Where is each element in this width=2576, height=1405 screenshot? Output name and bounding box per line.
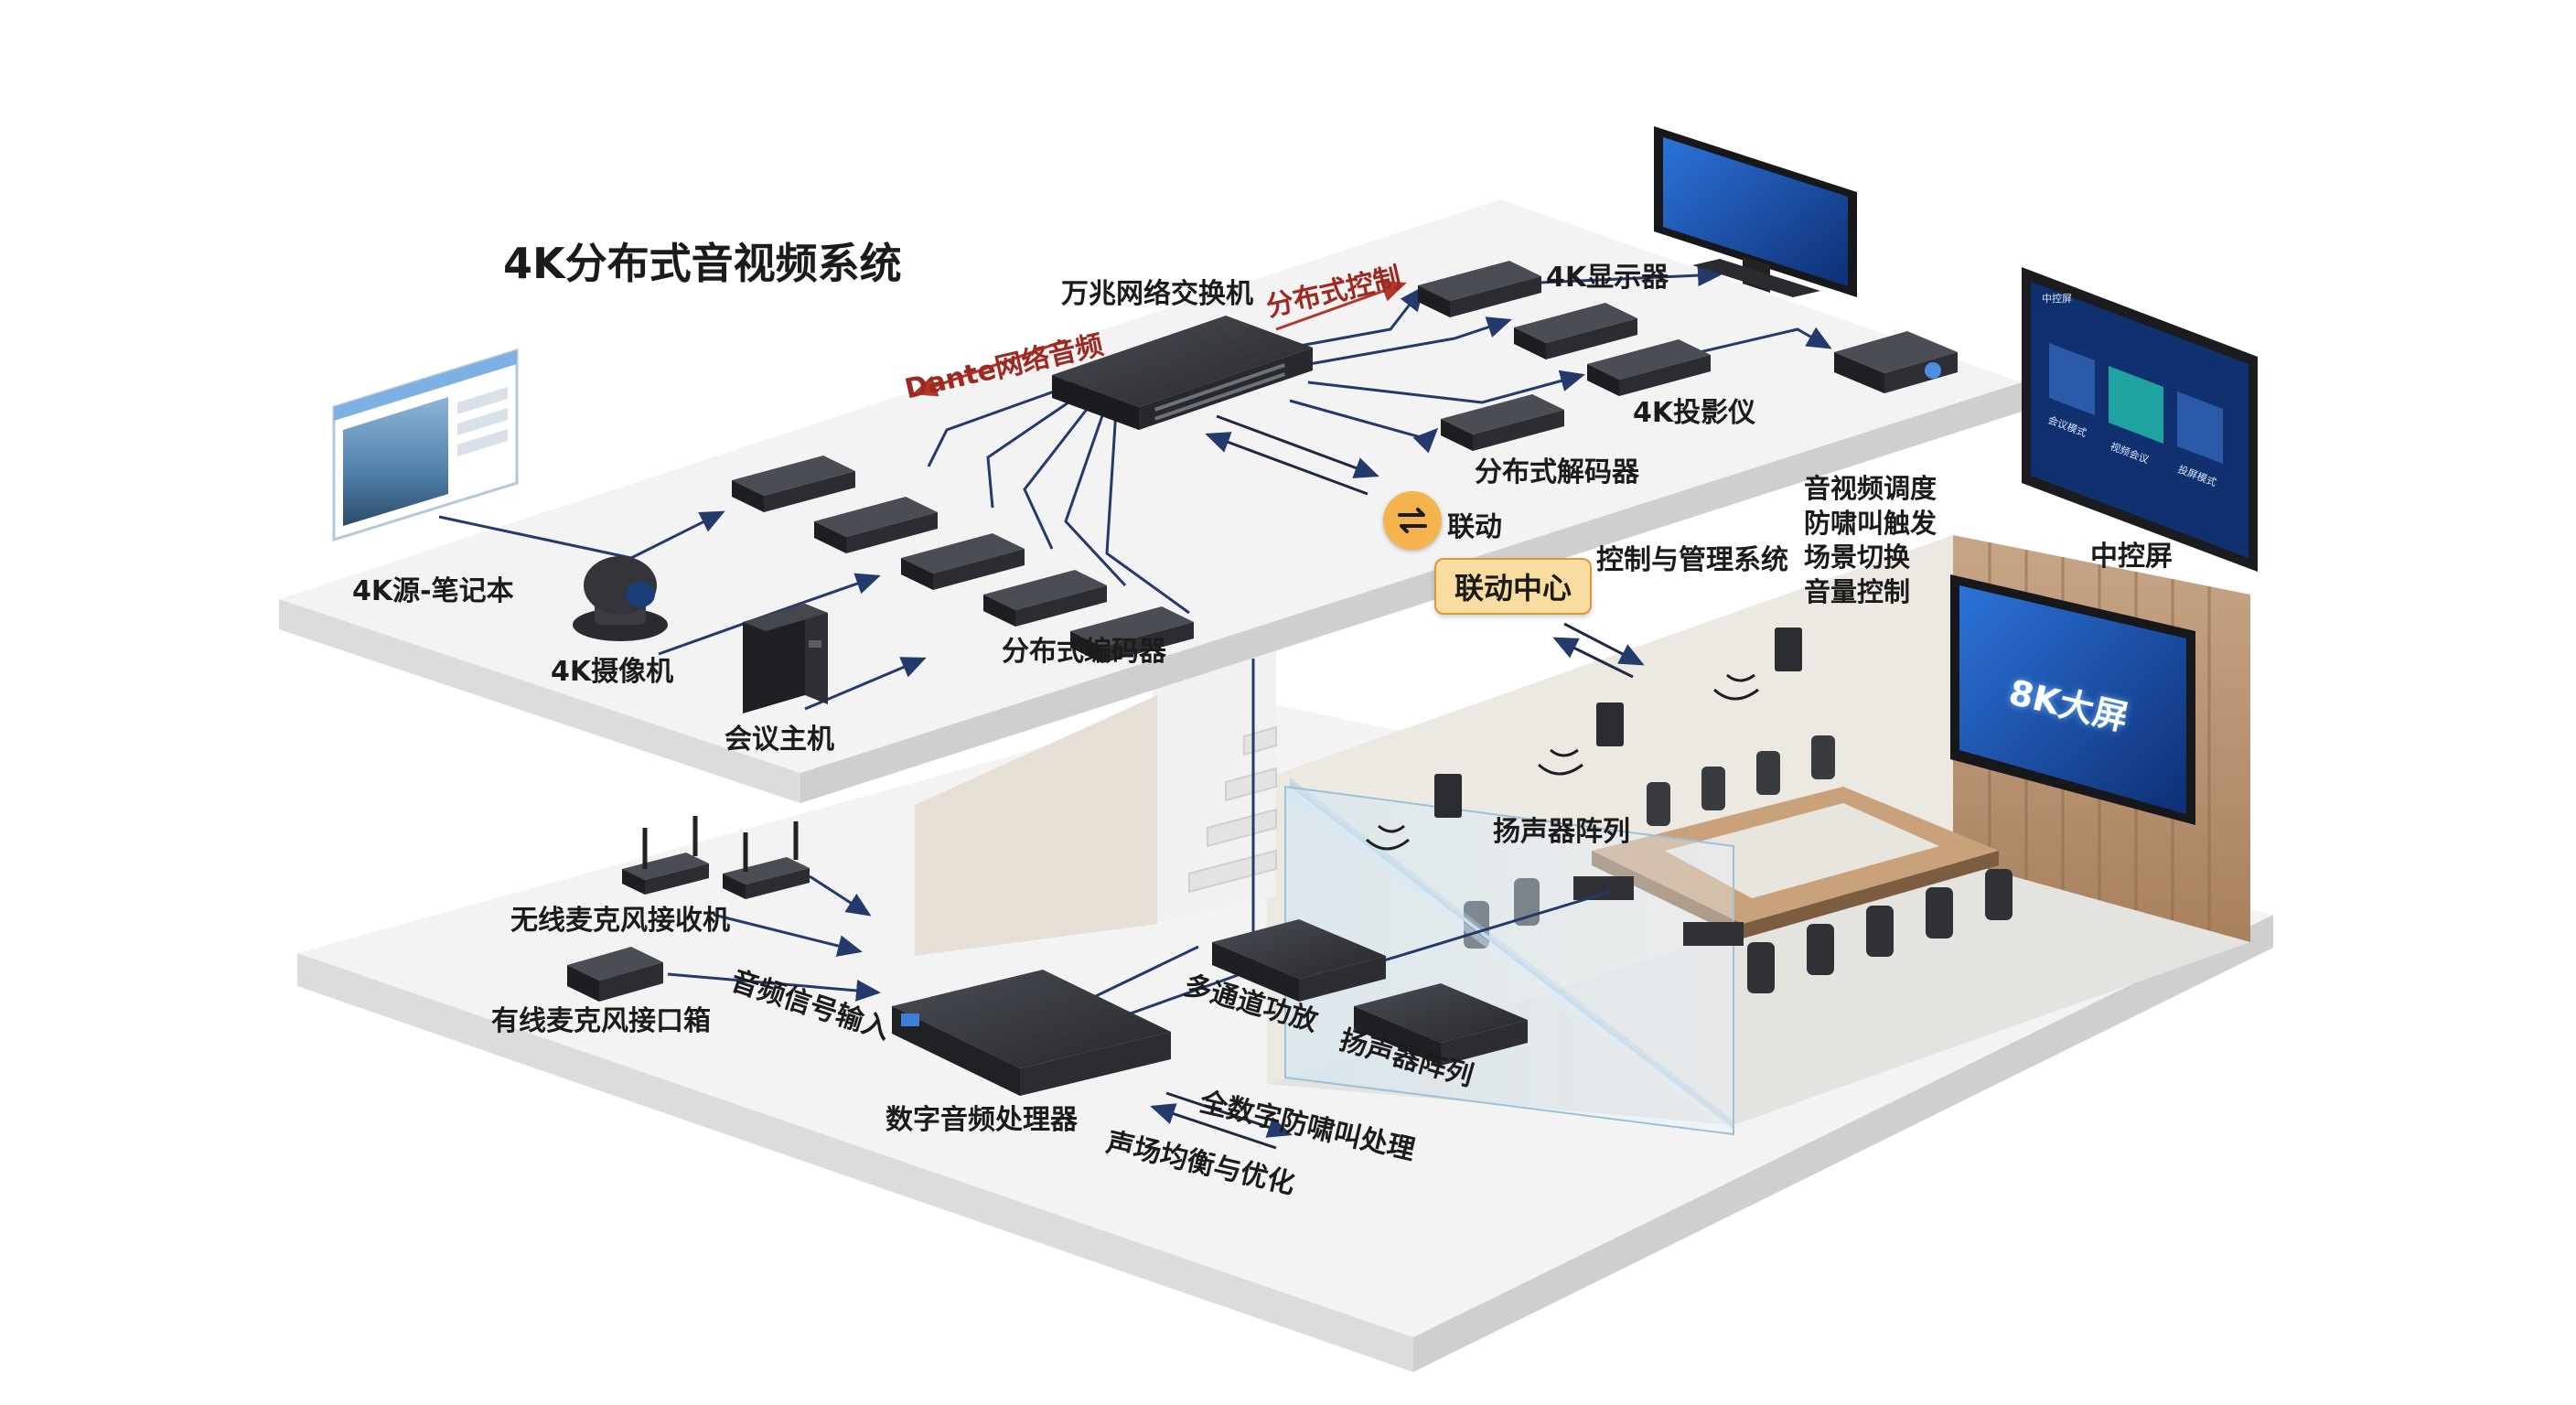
camera-label: 4K摄像机	[551, 656, 674, 688]
dsp-processing-arrows	[1150, 1091, 1293, 1150]
4k-display-label: 4K显示器	[1546, 262, 1669, 294]
4k-display-device	[1654, 126, 1857, 297]
core-switch-label: 万兆网络交换机	[1061, 278, 1253, 310]
decoders-label: 分布式解码器	[1475, 456, 1639, 488]
8k-screen	[1950, 574, 2195, 825]
chairs-back-row	[1647, 735, 1835, 826]
4k-projector-label: 4K投影仪	[1633, 397, 1756, 429]
meeting-room-speaker-label: 扬声器阵列	[1493, 816, 1630, 848]
encoders-label: 分布式编码器	[1002, 636, 1166, 668]
dsp-device	[892, 970, 1171, 1096]
control-panel-header: 中控屏	[2042, 293, 2072, 305]
core-switch-device	[1052, 316, 1313, 430]
distributed-control-arrow	[1275, 280, 1407, 331]
central-screen-label: 中控屏	[2090, 541, 2173, 573]
dsp-label: 数字音频处理器	[886, 1104, 1078, 1136]
link-arrows-icon	[1383, 491, 1442, 550]
control-system-label: 控制与管理系统	[1596, 544, 1788, 576]
central-control-panel	[2022, 267, 2258, 572]
decoder-devices	[1418, 261, 1711, 451]
linkage-arrows	[1205, 414, 1645, 679]
speaker-array-devices	[1434, 627, 1802, 818]
table-box-2	[1683, 922, 1744, 946]
dante-arrow	[912, 338, 1067, 397]
laptop-source-device	[332, 348, 519, 542]
page-title: 4K分布式音视频系统	[503, 239, 902, 288]
speaker-wave-icon	[1365, 673, 1759, 851]
meeting-room	[1267, 535, 2250, 1136]
table-box-1	[1573, 876, 1634, 900]
wireless-receiver-label: 无线麦克风接收机	[510, 905, 730, 937]
encoder-devices	[732, 456, 1194, 663]
conference-host-label: 会议主机	[724, 724, 834, 756]
projector-device	[1834, 331, 1958, 393]
linkage-center-badge: 联动中心	[1434, 558, 1592, 615]
control-functions-label: 音视频调度 防啸叫触发 场景切换 音量控制	[1804, 473, 1937, 608]
wired-mic-box-label: 有线麦克风接口箱	[491, 1005, 711, 1037]
wired-mic-box	[567, 947, 663, 1002]
linkage-label: 联动	[1447, 511, 1502, 543]
camera-device	[573, 556, 668, 641]
amplifier-device	[1212, 919, 1386, 1002]
conference-host-device	[743, 604, 828, 713]
laptop-source-label: 4K源-笔记本	[352, 575, 514, 607]
antenna-icon	[642, 816, 698, 869]
wireless-receivers	[622, 816, 810, 899]
speaker-array-processor-device	[1354, 983, 1528, 1066]
